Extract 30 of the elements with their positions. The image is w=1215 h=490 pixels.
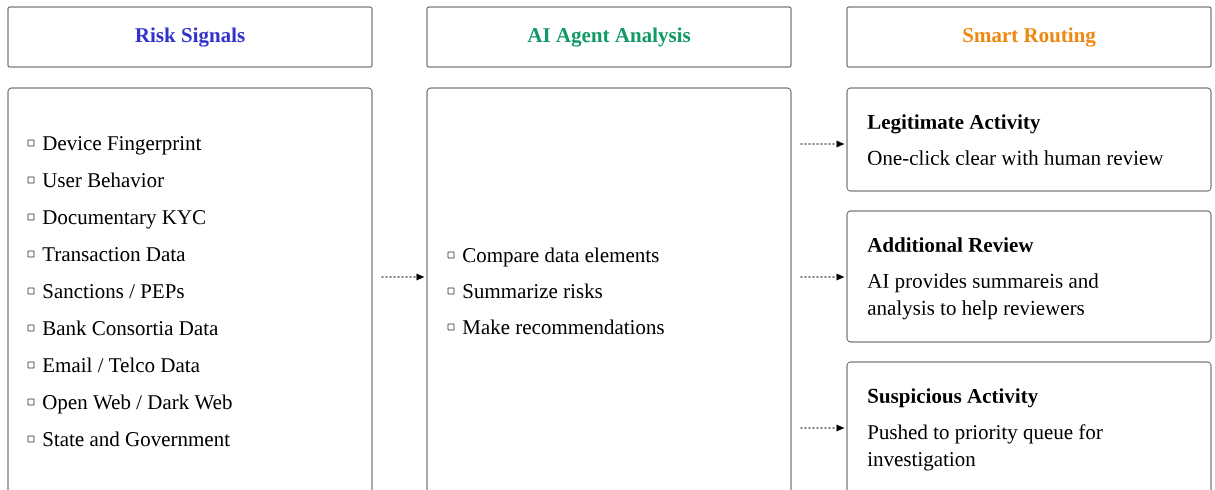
card-description: One-click clear with human review <box>868 150 1164 165</box>
list-item: User Behavior <box>27 172 164 188</box>
list-item: Summarize risks <box>447 283 603 299</box>
list-item: Bank Consortia Data <box>27 320 219 336</box>
list-item: Open Web / Dark Web <box>27 394 232 414</box>
card-description: AI provides summareis and analysis to help reviewers <box>867 273 1099 320</box>
list-item: Documentary KYC <box>27 210 205 229</box>
list-item: Transaction Data <box>27 247 186 262</box>
arrow <box>381 273 425 281</box>
list-item: Email / Telco Data <box>27 357 200 373</box>
outcome-card <box>846 361 1212 490</box>
list-panel <box>426 87 792 490</box>
column-header: AI Agent Analysis <box>426 6 792 68</box>
column-header: Risk Signals <box>7 6 373 68</box>
list-item: Device Fingerprint <box>27 136 202 155</box>
card-heading: Suspicious Activity <box>868 388 1038 408</box>
card-heading: Legitimate Activity <box>867 114 1041 134</box>
arrow <box>800 140 845 148</box>
arrow <box>800 424 845 432</box>
arrow <box>800 273 845 281</box>
outcome-card <box>846 87 1212 192</box>
list-item: Compare data elements <box>447 247 659 267</box>
card-heading: Additional Review <box>867 237 1034 252</box>
list-item: Sanctions / PEPs <box>27 284 184 299</box>
list-item: State and Government <box>27 431 230 447</box>
card-description: Pushed to priority queue for investigation <box>867 424 1103 471</box>
list-panel <box>7 87 373 490</box>
outcome-card <box>846 210 1212 343</box>
list-item: Make recommendations <box>447 319 664 335</box>
column-header: Smart Routing <box>846 6 1212 68</box>
